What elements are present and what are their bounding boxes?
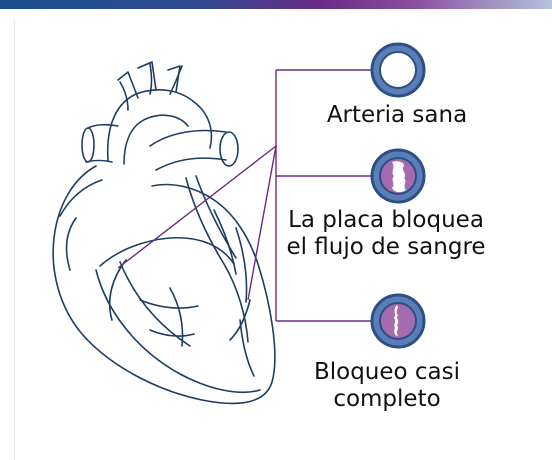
label-plaque-blocks-flow: La placa bloquea el flujo de sangre (286, 207, 486, 260)
header-gradient-bar (0, 0, 552, 9)
artery-partial-blockage-icon (370, 148, 426, 204)
artery-healthy-icon (370, 42, 426, 98)
label-healthy-artery: Arteria sana (326, 102, 468, 128)
label-near-complete-blockage: Bloqueo casi completo (313, 359, 461, 412)
artery-severe-blockage-icon (370, 293, 426, 349)
connector-lines (117, 69, 372, 322)
